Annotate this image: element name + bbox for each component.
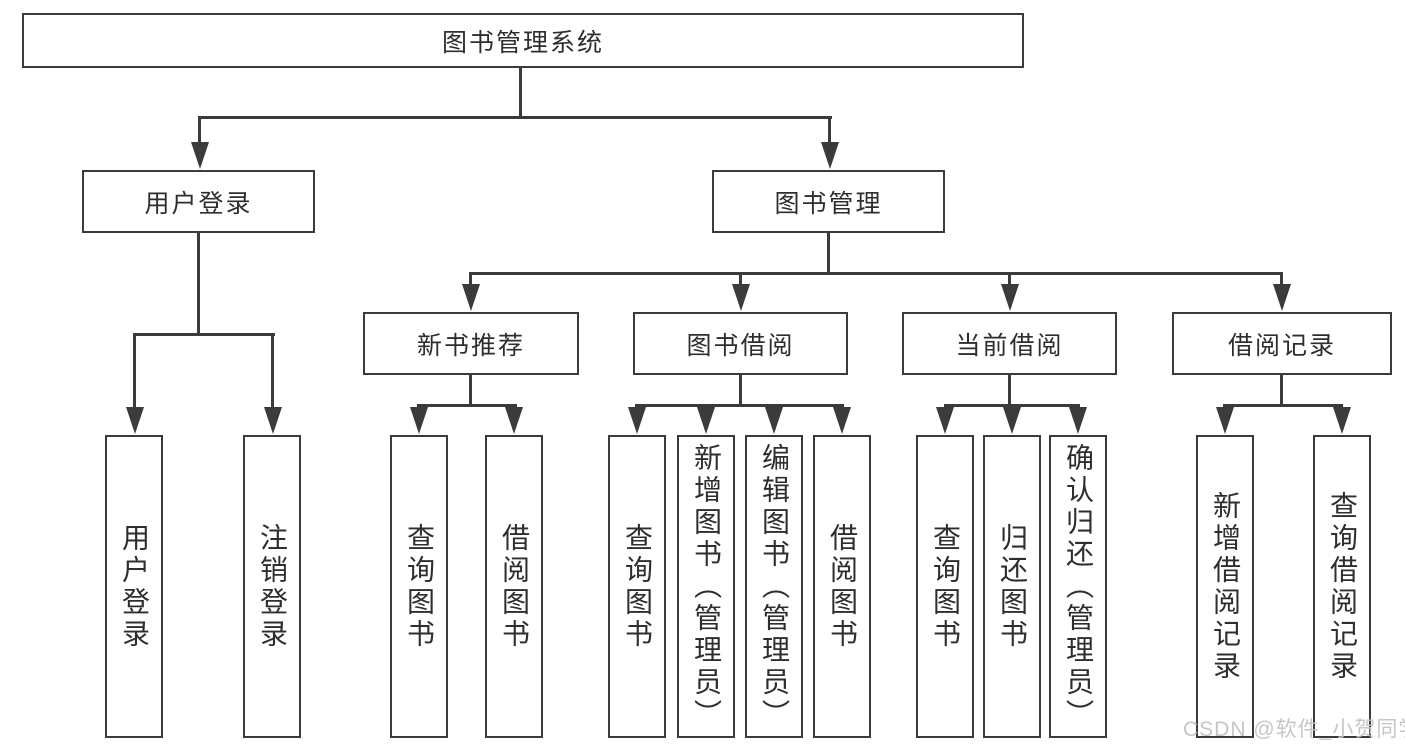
leaf-borrow-books-recommend: 借阅图书: [485, 435, 543, 738]
arrowhead-down-icon: [765, 407, 783, 434]
leaf-label: 借阅图书: [827, 522, 858, 651]
connector-line: [469, 375, 472, 407]
connector-line: [1280, 375, 1283, 407]
leaf-label: 查询图书: [404, 522, 435, 651]
node-library-management-system: 图书管理系统: [22, 13, 1024, 68]
watermark: CSDN @软件_小贺同学: [1183, 718, 1405, 741]
leaf-add-books-admin: 新增图书（管理员）: [677, 435, 735, 738]
connector-line: [271, 333, 274, 411]
leaf-logout: 注销登录: [243, 435, 301, 738]
connector-line: [739, 375, 742, 407]
arrowhead-down-icon: [628, 407, 646, 434]
connector-line: [1008, 272, 1011, 287]
connector-line: [1223, 404, 1343, 407]
connector-line: [417, 404, 517, 407]
arrowhead-down-icon: [1000, 284, 1019, 311]
leaf-label: 查询图书: [622, 522, 653, 651]
connector-line: [133, 333, 275, 336]
leaf-borrow-books: 借阅图书: [813, 435, 871, 738]
arrowhead-down-icon: [461, 284, 480, 311]
arrowhead-down-icon: [1069, 407, 1087, 434]
leaf-label: 查询图书: [930, 522, 961, 651]
arrowhead-down-icon: [833, 407, 851, 434]
leaf-query-books-recommend: 查询图书: [390, 435, 448, 738]
leaf-label: 注销登录: [257, 522, 288, 651]
arrowhead-down-icon: [1003, 407, 1021, 434]
node-book-management: 图书管理: [712, 170, 945, 233]
leaf-add-borrow-record: 新增借阅记录: [1196, 435, 1254, 738]
connector-line: [133, 333, 136, 411]
leaf-label: 用户登录: [119, 522, 150, 651]
arrowhead-down-icon: [1216, 407, 1234, 434]
arrowhead-down-icon: [1333, 407, 1351, 434]
leaf-label: 确认归还（管理员）: [1063, 442, 1094, 731]
connector-line: [828, 116, 831, 144]
leaf-edit-books-admin: 编辑图书（管理员）: [745, 435, 803, 738]
leaf-confirm-return-admin: 确认归还（管理员）: [1049, 435, 1107, 738]
connector-line: [739, 272, 742, 287]
connector-line: [1280, 272, 1283, 287]
arrowhead-down-icon: [190, 142, 209, 169]
leaf-user-login: 用户登录: [105, 435, 163, 738]
connector-line: [469, 272, 1283, 275]
arrowhead-down-icon: [410, 407, 428, 434]
connector-line: [198, 116, 201, 144]
arrowhead-down-icon: [731, 284, 750, 311]
arrowhead-down-icon: [505, 407, 523, 434]
connector-line: [1008, 375, 1011, 407]
leaf-label: 编辑图书（管理员）: [759, 442, 790, 731]
arrowhead-down-icon: [697, 407, 715, 434]
node-book-borrowing: 图书借阅: [633, 312, 848, 375]
leaf-query-books-current: 查询图书: [916, 435, 974, 738]
leaf-label: 借阅图书: [499, 522, 530, 651]
leaf-label: 新增图书（管理员）: [691, 442, 722, 731]
connector-line: [519, 68, 522, 118]
arrowhead-down-icon: [263, 407, 282, 434]
leaf-label: 新增借阅记录: [1210, 490, 1241, 683]
connector-line: [197, 233, 200, 336]
arrowhead-down-icon: [125, 407, 144, 434]
leaf-return-books: 归还图书: [983, 435, 1041, 738]
arrowhead-down-icon: [1272, 284, 1291, 311]
node-user-login: 用户登录: [82, 170, 315, 233]
leaf-query-books-borrowing: 查询图书: [608, 435, 666, 738]
leaf-label: 归还图书: [997, 522, 1028, 651]
connector-line: [635, 404, 844, 407]
arrowhead-down-icon: [821, 142, 839, 169]
connector-line: [469, 272, 472, 287]
leaf-query-borrow-record: 查询借阅记录: [1313, 435, 1371, 738]
node-current-borrowing: 当前借阅: [902, 312, 1117, 375]
connector-line: [198, 116, 832, 119]
connector-line: [827, 233, 830, 275]
arrowhead-down-icon: [936, 407, 954, 434]
leaf-label: 查询借阅记录: [1327, 490, 1358, 683]
connector-line: [944, 404, 1080, 407]
node-borrowing-records: 借阅记录: [1172, 312, 1392, 375]
node-new-book-recommendation: 新书推荐: [363, 312, 579, 375]
